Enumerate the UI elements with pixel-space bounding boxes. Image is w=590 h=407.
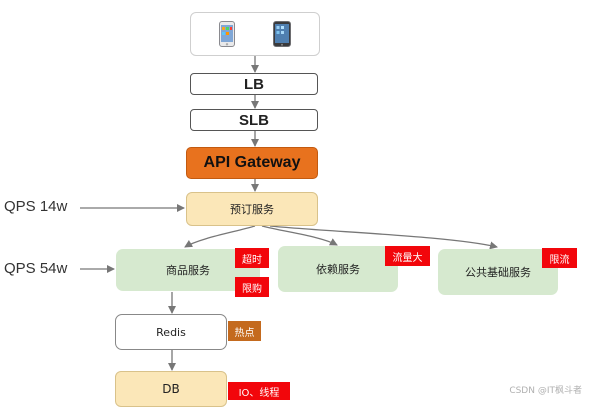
api-gateway-node: API Gateway bbox=[186, 147, 318, 179]
purchase-limit-tag: 限购 bbox=[235, 277, 269, 297]
booking-service-node: 预订服务 bbox=[186, 192, 318, 226]
hotspot-tag: 热点 bbox=[228, 321, 261, 341]
watermark: CSDN @IT枫斗者 bbox=[509, 386, 582, 396]
lb-node: LB bbox=[190, 73, 318, 95]
phone-icon bbox=[219, 21, 235, 47]
edge-booking-dependency bbox=[261, 225, 338, 246]
redis-node: Redis bbox=[115, 314, 227, 350]
common-service-node: 公共基础服务 bbox=[438, 249, 558, 295]
rate-limit-tag: 限流 bbox=[542, 248, 577, 268]
slb-node: SLB bbox=[190, 109, 318, 131]
edge-booking-common bbox=[269, 225, 498, 250]
high-traffic-tag: 流量大 bbox=[385, 246, 430, 266]
tablet-icon bbox=[273, 21, 291, 47]
timeout-tag: 超时 bbox=[235, 248, 269, 268]
edge-booking-product bbox=[184, 225, 256, 248]
dependency-service-node: 依赖服务 bbox=[278, 246, 398, 292]
qps-product-label: QPS 54w bbox=[4, 260, 68, 277]
io-threads-tag: IO、线程 bbox=[228, 382, 290, 400]
qps-booking-label: QPS 14w bbox=[4, 198, 68, 215]
client-devices bbox=[190, 12, 320, 56]
